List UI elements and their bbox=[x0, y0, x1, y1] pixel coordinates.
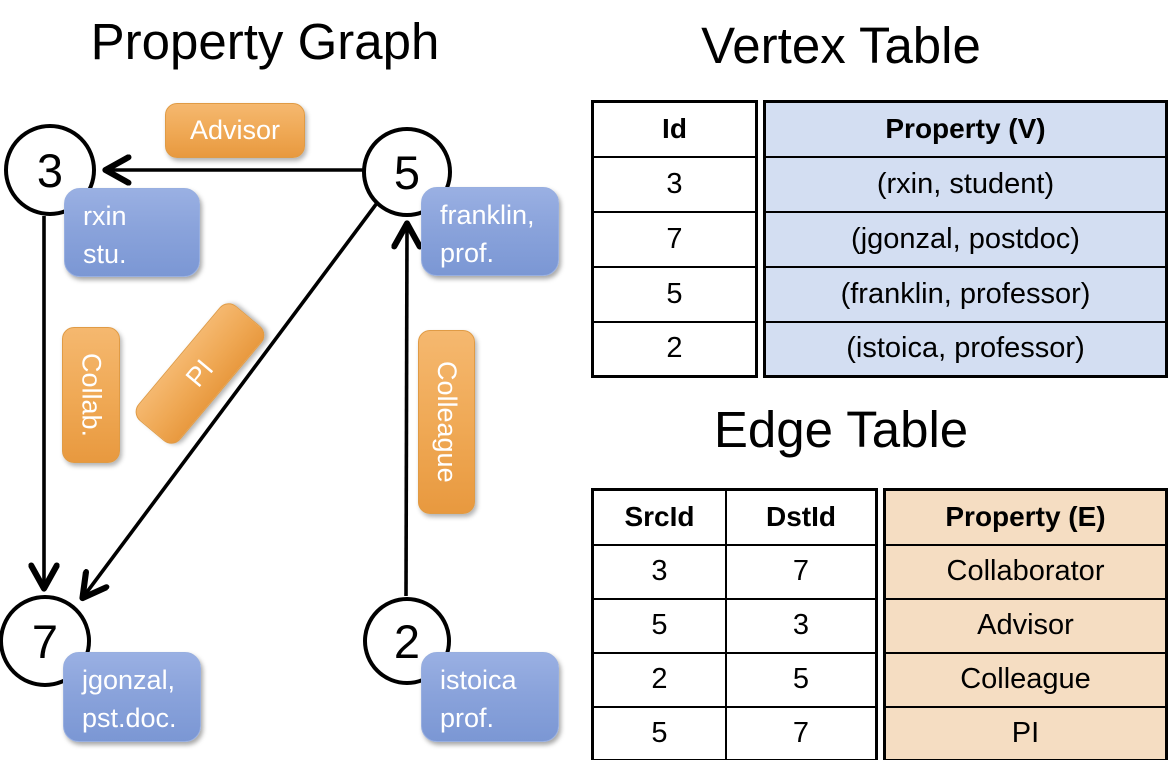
table-cell: 3 bbox=[725, 597, 878, 654]
table-cell: 2 bbox=[591, 320, 758, 378]
vertex-property-line: prof. bbox=[440, 703, 495, 734]
vertex-id-label: 3 bbox=[36, 143, 64, 197]
vertex-property-line: prof. bbox=[440, 238, 495, 269]
edge-arrow-2-to-5 bbox=[406, 226, 407, 597]
table-cell: 3 bbox=[591, 155, 758, 213]
vertex-property-box-jgonzal: jgonzal, pst.doc. bbox=[63, 652, 201, 742]
vertex-node-2: 2 bbox=[363, 597, 451, 685]
vertex-property-line: pst.doc. bbox=[82, 703, 177, 734]
table-cell: 5 bbox=[591, 597, 727, 654]
edge-label-advisor: Advisor bbox=[165, 103, 305, 158]
edge-table-title: Edge Table bbox=[713, 401, 969, 458]
vertex-id-table: Id 3 7 5 2 bbox=[591, 100, 758, 378]
graph-edges-layer bbox=[0, 0, 585, 760]
vertex-property-line: stu. bbox=[83, 239, 127, 270]
vertex-id-label: 2 bbox=[393, 614, 421, 668]
table-cell: 2 bbox=[591, 651, 727, 708]
edge-property-table: Property (E) Collaborator Advisor Collea… bbox=[883, 488, 1168, 760]
table-cell: Collaborator bbox=[883, 543, 1168, 600]
table-cell: 5 bbox=[591, 705, 727, 760]
table-cell: 7 bbox=[725, 705, 878, 760]
vertex-property-box-rxin: rxin stu. bbox=[64, 188, 200, 277]
edge-arrow-5-to-7 bbox=[84, 201, 379, 596]
column-header-srcid: SrcId bbox=[591, 488, 727, 546]
table-cell: (istoica, professor) bbox=[763, 320, 1168, 378]
vertex-property-line: rxin bbox=[83, 201, 127, 231]
table-cell: PI bbox=[883, 705, 1168, 760]
table-cell: 5 bbox=[591, 265, 758, 323]
vertex-id-label: 7 bbox=[31, 614, 59, 668]
edge-label-collab: Collab. bbox=[62, 327, 120, 463]
table-cell: (rxin, student) bbox=[763, 155, 1168, 213]
edge-src-dst-table: SrcId DstId 3 7 5 3 2 5 5 7 bbox=[591, 488, 878, 760]
table-cell: 3 bbox=[591, 543, 727, 600]
column-header-property-e: Property (E) bbox=[883, 488, 1168, 546]
vertex-id-label: 5 bbox=[393, 145, 421, 199]
vertex-node-5: 5 bbox=[362, 127, 452, 217]
column-header-property-v: Property (V) bbox=[763, 100, 1168, 158]
property-graph-title: Property Graph bbox=[90, 13, 440, 70]
column-header-id: Id bbox=[591, 100, 758, 158]
table-cell: Colleague bbox=[883, 651, 1168, 708]
table-cell: (jgonzal, postdoc) bbox=[763, 210, 1168, 268]
vertex-table-title: Vertex Table bbox=[701, 17, 981, 74]
vertex-property-line: jgonzal, bbox=[82, 665, 176, 695]
vertex-property-box-istoica: istoica prof. bbox=[421, 652, 559, 742]
table-cell: (franklin, professor) bbox=[763, 265, 1168, 323]
edge-label-colleague: Colleague bbox=[418, 330, 475, 514]
table-cell: Advisor bbox=[883, 597, 1168, 654]
table-cell: 7 bbox=[725, 543, 878, 600]
vertex-property-line: istoica bbox=[440, 665, 517, 695]
column-header-dstid: DstId bbox=[725, 488, 878, 546]
table-cell: 7 bbox=[591, 210, 758, 268]
vertex-property-table: Property (V) (rxin, student) (jgonzal, p… bbox=[763, 100, 1168, 378]
vertex-property-box-franklin: franklin, prof. bbox=[421, 187, 559, 276]
table-cell: 5 bbox=[725, 651, 878, 708]
vertex-property-line: franklin, bbox=[440, 200, 535, 230]
